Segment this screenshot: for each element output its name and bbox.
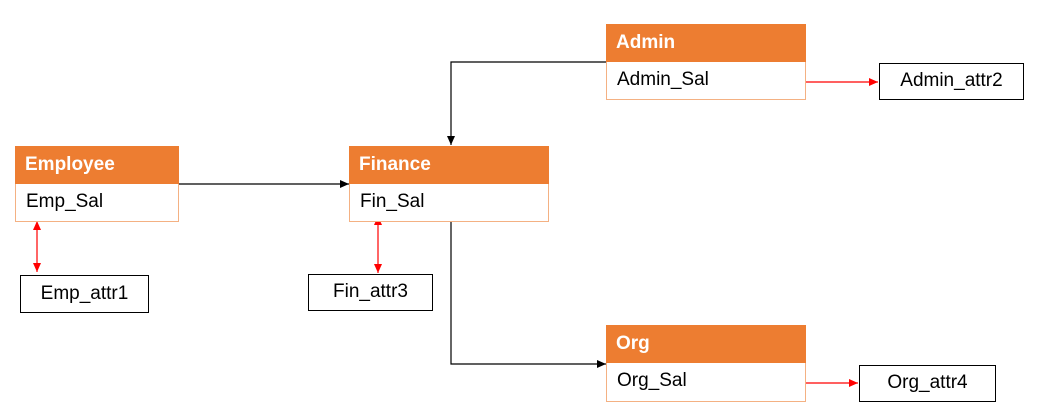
- attribute-admin-attr2: Admin_attr2: [879, 63, 1024, 100]
- attribute-org-attr4: Org_attr4: [859, 365, 996, 402]
- arrow-finance-to-org: [450, 222, 606, 368]
- entity-finance: Finance Fin_Sal: [349, 146, 549, 222]
- entity-admin: Admin Admin_Sal: [606, 24, 806, 100]
- entity-employee-field: Emp_Sal: [15, 184, 179, 222]
- entity-employee-title: Employee: [15, 146, 179, 184]
- arrow-admin-to-finance: [447, 61, 606, 145]
- entity-org: Org Org_Sal: [606, 325, 806, 402]
- attribute-fin-attr3: Fin_attr3: [308, 274, 433, 311]
- attribute-emp-attr1: Emp_attr1: [20, 275, 149, 313]
- entity-employee: Employee Emp_Sal: [15, 146, 179, 222]
- entity-finance-field: Fin_Sal: [349, 184, 549, 222]
- entity-org-field: Org_Sal: [606, 363, 806, 402]
- entity-admin-title: Admin: [606, 24, 806, 62]
- entity-finance-title: Finance: [349, 146, 549, 184]
- entity-admin-field: Admin_Sal: [606, 62, 806, 100]
- entity-org-title: Org: [606, 325, 806, 363]
